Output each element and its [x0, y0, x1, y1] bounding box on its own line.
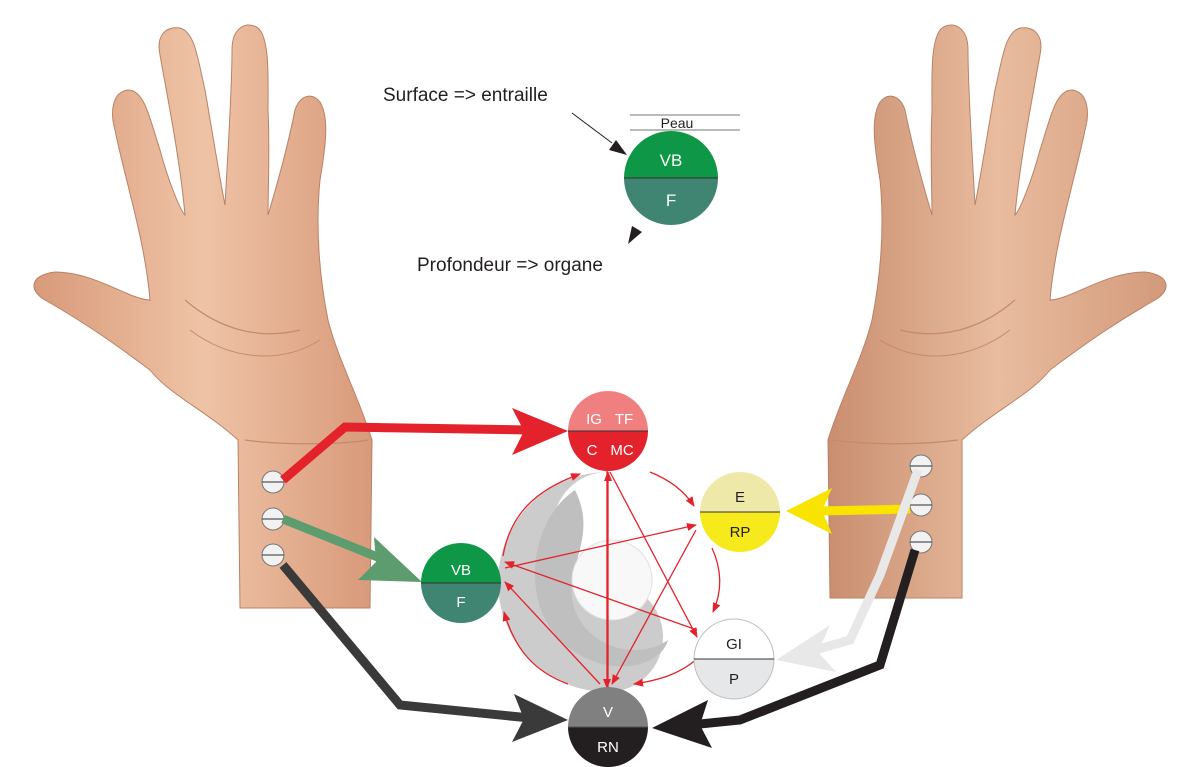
left-hand-palm [33, 24, 373, 609]
fire-node-label-tf: TF [615, 411, 633, 428]
water-node-bottom [568, 727, 648, 767]
cycle-star-6 [611, 529, 697, 685]
cycle-arc-metal-water [633, 657, 699, 687]
fire-node-bottom [568, 431, 648, 471]
fire-node-top [568, 391, 648, 431]
water-arrow-left [279, 562, 568, 742]
cycle-star-4 [504, 561, 698, 631]
water-arrow-right [652, 548, 920, 748]
legend-pointer-depth [628, 226, 642, 244]
earth-node-top [700, 472, 780, 512]
cycle-arc-earth-metal [711, 547, 721, 613]
cycle-arc-fire-earth [649, 471, 695, 507]
earth-node-label-rp: RP [730, 524, 751, 541]
metal-node-label-p: P [729, 671, 739, 688]
legend-circle-bottom-label: F [666, 191, 676, 210]
fire-node-label-ig: IG [586, 411, 602, 428]
water-node-label-rn: RN [597, 739, 619, 756]
water-node-label-v: V [603, 704, 613, 721]
legend: Surface => entraille Profondeur => organ… [383, 85, 740, 276]
water-node-top [568, 687, 648, 727]
earth-node-bottom [700, 512, 780, 552]
pulse-marker-right-3 [909, 530, 933, 554]
metal-node-top [694, 619, 774, 659]
pulse-marker-right-2 [909, 493, 933, 517]
metal-arrow [776, 468, 923, 672]
legend-circle: VB F [624, 131, 718, 225]
pulse-marker-left-2 [261, 507, 285, 531]
metal-node: GI P [693, 618, 775, 700]
legend-skin-label: Peau [661, 115, 694, 131]
metal-node-label-gi: GI [726, 636, 742, 653]
fire-node-label-mc: MC [610, 442, 633, 459]
wood-node-bottom [421, 583, 501, 623]
earth-arrow [786, 488, 911, 534]
cycle-star-5 [504, 523, 697, 569]
water-node: V RN [568, 687, 648, 767]
cycle-arrows [502, 470, 721, 689]
cycle-star-3 [609, 471, 698, 638]
legend-circle-top [624, 131, 718, 178]
fire-node: IG TF C MC [568, 391, 648, 471]
fire-node-label-c: C [587, 442, 598, 459]
legend-circle-top-label: VB [660, 151, 683, 170]
wood-node: VB F [421, 543, 501, 623]
wood-arrow [281, 514, 422, 582]
wood-node-label-f: F [456, 594, 465, 611]
left-wrist-pulse-markers [261, 470, 285, 567]
earth-node: E RP [700, 472, 780, 552]
cycle-arc-water-wood [502, 611, 569, 685]
cycle-star-7 [504, 581, 601, 685]
legend-circle-bottom [624, 178, 718, 225]
cycle-arc-wood-fire [502, 473, 581, 557]
wood-node-label-vb: VB [451, 562, 471, 579]
earth-node-label-e: E [735, 489, 745, 506]
metal-node-bottom [694, 659, 774, 699]
right-hand-palm [827, 24, 1167, 599]
legend-pointer-surface [571, 112, 627, 155]
right-wrist-pulse-markers [909, 454, 933, 554]
pulse-marker-left-3 [261, 543, 285, 567]
wood-node-top [421, 543, 501, 583]
legend-depth-label: Profondeur => organe [417, 255, 603, 276]
pulse-marker-left-1 [261, 470, 285, 494]
legend-surface-label: Surface => entraille [383, 85, 548, 106]
fire-arrow [280, 408, 568, 484]
